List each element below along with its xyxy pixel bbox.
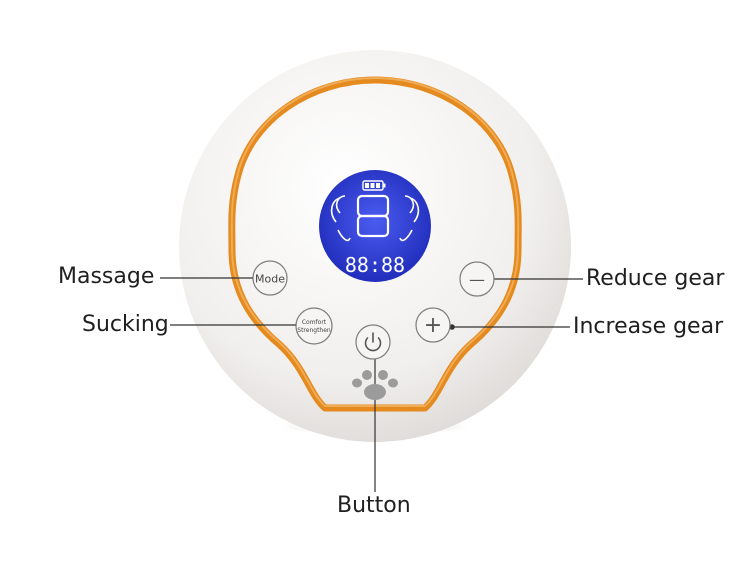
mode-button: [252, 260, 288, 296]
callout-massage: Massage: [58, 264, 155, 289]
wave-icon-right: [399, 195, 420, 242]
lcd-screen: [319, 170, 431, 282]
callout-button: Button: [337, 493, 411, 518]
callout-sucking: Sucking: [82, 312, 169, 337]
comfort-label: Comfort: [302, 319, 327, 326]
plus-icon: +: [424, 313, 442, 338]
display-digit: 8: [363, 199, 383, 239]
reduce-gear-button: [459, 261, 495, 297]
paw-icon: [352, 370, 398, 400]
minus-icon: —: [469, 270, 485, 289]
increase-gear-button: [415, 307, 451, 343]
mode-button-label: Mode: [255, 273, 285, 286]
strengthen-label: Strengthen: [297, 327, 331, 334]
power-icon: [364, 332, 382, 352]
display-time: 88:88: [345, 253, 405, 277]
callout-reduce-gear: Reduce gear: [586, 266, 725, 291]
callout-lines: [160, 277, 583, 492]
comfort-strengthen-button: [295, 307, 333, 345]
segment-digit-graphic: [356, 194, 390, 238]
wave-icon-left: [330, 195, 351, 242]
callout-increase-gear: Increase gear: [573, 314, 724, 339]
battery-icon: [362, 180, 386, 191]
